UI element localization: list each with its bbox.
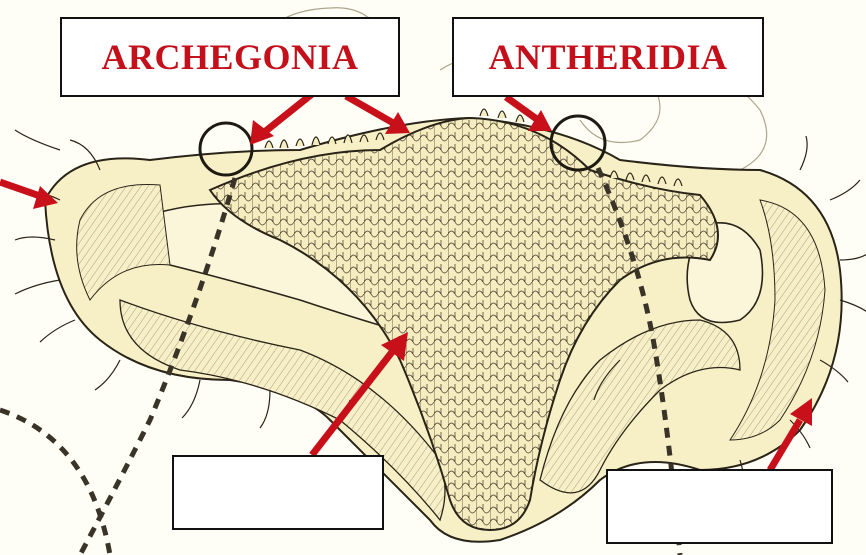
archegonia-label: ARCHEGONIA (60, 17, 400, 97)
blank-label-box-left[interactable] (172, 455, 384, 530)
blank-label-box-right[interactable] (606, 469, 833, 544)
antheridia-label: ANTHERIDIA (452, 17, 764, 97)
red-arrow-icon (250, 94, 312, 145)
red-arrow-icon (346, 96, 410, 134)
red-arrow-icon (0, 182, 58, 209)
antheridia-label-text: ANTHERIDIA (488, 36, 727, 78)
archegonia-label-text: ARCHEGONIA (101, 36, 358, 78)
